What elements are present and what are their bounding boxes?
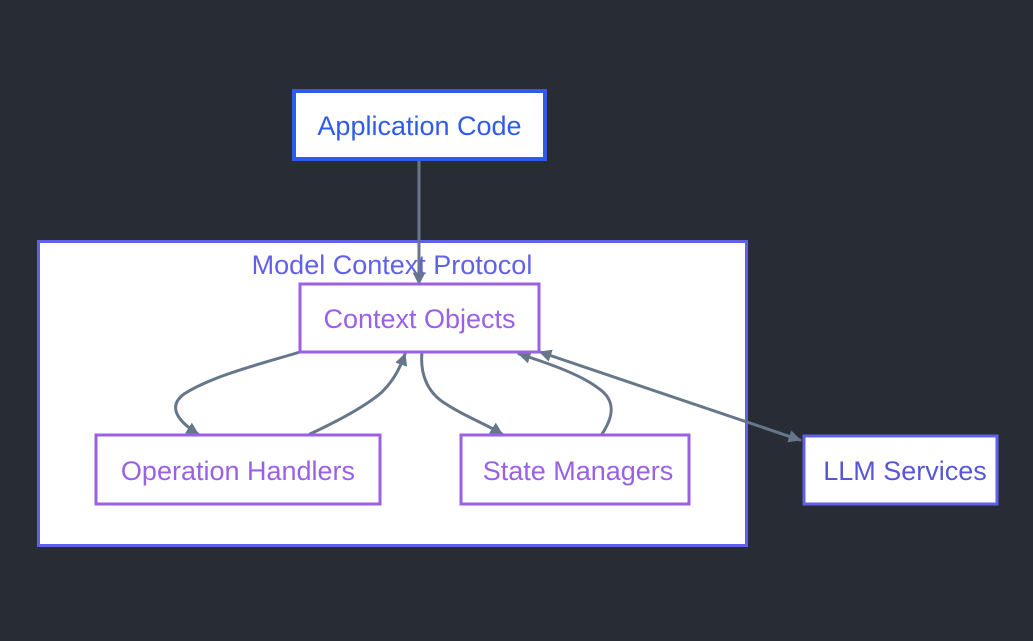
- edge-context-to-state-managers: [420, 350, 504, 436]
- node-llm-services[interactable]: LLM Services: [802, 434, 999, 506]
- edge-context-to-operation-handlers: [174, 350, 302, 436]
- node-context-objects-label: Context Objects: [323, 304, 515, 334]
- node-context-objects[interactable]: Context Objects: [298, 282, 541, 354]
- node-operation-handlers-label: Operation Handlers: [121, 456, 355, 486]
- node-application-code-label: Application Code: [317, 111, 521, 141]
- node-operation-handlers-box: [94, 433, 382, 506]
- node-context-objects-box: [298, 282, 541, 354]
- node-state-managers-box: [459, 433, 691, 506]
- node-operation-handlers[interactable]: Operation Handlers: [94, 433, 382, 506]
- group-title: Model Context Protocol: [252, 250, 533, 280]
- edge-operation-handlers-to-context: [308, 352, 408, 436]
- node-application-code[interactable]: Application Code: [292, 89, 547, 161]
- node-application-code-box: [292, 89, 547, 161]
- node-llm-services-box: [802, 434, 999, 506]
- node-state-managers[interactable]: State Managers: [459, 433, 691, 506]
- node-llm-services-label: LLM Services: [823, 456, 987, 486]
- edges: [174, 158, 802, 443]
- edge-context-llm-bidirectional: [538, 349, 802, 443]
- node-state-managers-label: State Managers: [483, 456, 674, 486]
